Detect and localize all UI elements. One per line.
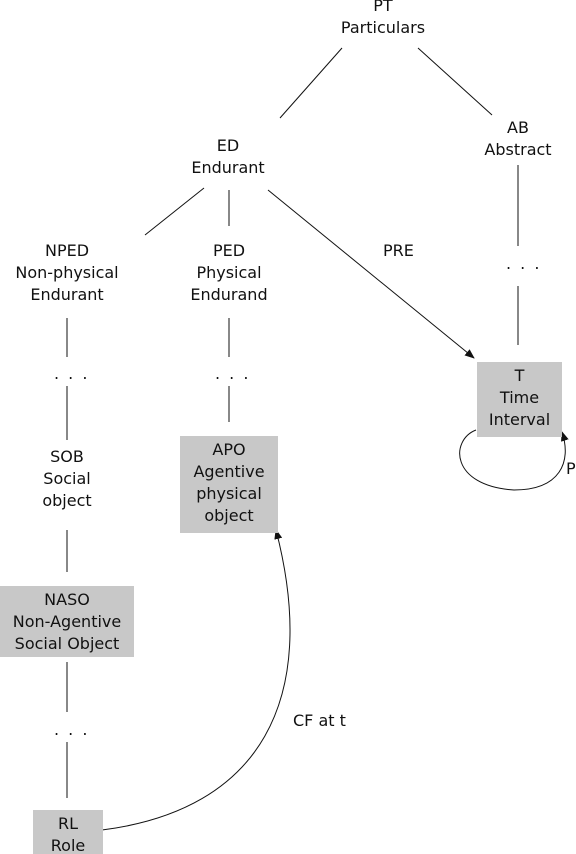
node-ped-code: PED [212, 241, 246, 260]
node-apo-code: APO [212, 440, 246, 459]
node-rl-code: RL [57, 814, 79, 833]
ellipsis-nped-sob: . . . [54, 364, 90, 383]
node-nped-name-line2: Endurant [30, 285, 104, 304]
edge-label-pre: PRE [383, 241, 414, 260]
node-naso-name-line2: Social Object [14, 634, 120, 653]
node-ed: ED Endurant [172, 135, 284, 179]
node-t: T Time Interval [477, 362, 562, 437]
edge-pre-arrow [267, 189, 475, 359]
edge-p-loop-arrow [459, 429, 569, 491]
node-t-name-line2: Interval [488, 410, 551, 429]
ellipsis-naso-rl: . . . [54, 720, 90, 739]
node-apo-name-line3: object [204, 506, 254, 525]
node-nped: NPED Non-physical Endurant [2, 240, 132, 306]
node-rl: RL Role [33, 810, 103, 854]
node-t-name-line1: Time [499, 388, 540, 407]
node-apo-name-line2: physical [196, 484, 262, 503]
node-ab-code: AB [507, 118, 529, 137]
node-sob-code: SOB [50, 447, 84, 466]
edge-cf-arrow [101, 529, 291, 831]
edge-ed-nped [144, 187, 205, 236]
node-ed-code: ED [216, 136, 240, 155]
edge-label-cf: CF at t [293, 711, 346, 730]
node-sob-name-line1: Social [43, 469, 91, 488]
node-nped-name-line1: Non-physical [15, 263, 119, 282]
edge-pt-ab [417, 47, 493, 116]
node-t-code: T [514, 366, 525, 385]
node-pt: PT Particulars [318, 0, 448, 39]
node-sob-name-line2: object [42, 491, 92, 510]
node-apo: APO Agentive physical object [180, 436, 278, 533]
node-ab-name: Abstract [484, 140, 552, 159]
node-sob: SOB Social object [17, 446, 117, 512]
node-ped-name-line1: Physical [196, 263, 262, 282]
node-naso: NASO Non-Agentive Social Object [0, 586, 134, 657]
edge-pt-ed [279, 47, 343, 119]
node-ped-name-line2: Endurand [190, 285, 268, 304]
node-ab: AB Abstract [468, 117, 568, 161]
node-naso-code: NASO [44, 590, 90, 609]
node-nped-code: NPED [44, 241, 90, 260]
edge-label-p: P [566, 459, 576, 478]
ellipsis-ped-apo: . . . [215, 364, 251, 383]
node-pt-code: PT [373, 0, 393, 15]
node-ped: PED Physical Endurand [179, 240, 279, 306]
node-naso-name-line1: Non-Agentive [12, 612, 122, 631]
node-ed-name: Endurant [191, 158, 265, 177]
node-apo-name-line1: Agentive [193, 462, 265, 481]
ellipsis-ab-t: . . . [506, 254, 542, 273]
node-pt-name: Particulars [340, 18, 426, 37]
node-rl-name: Role [50, 836, 86, 854]
